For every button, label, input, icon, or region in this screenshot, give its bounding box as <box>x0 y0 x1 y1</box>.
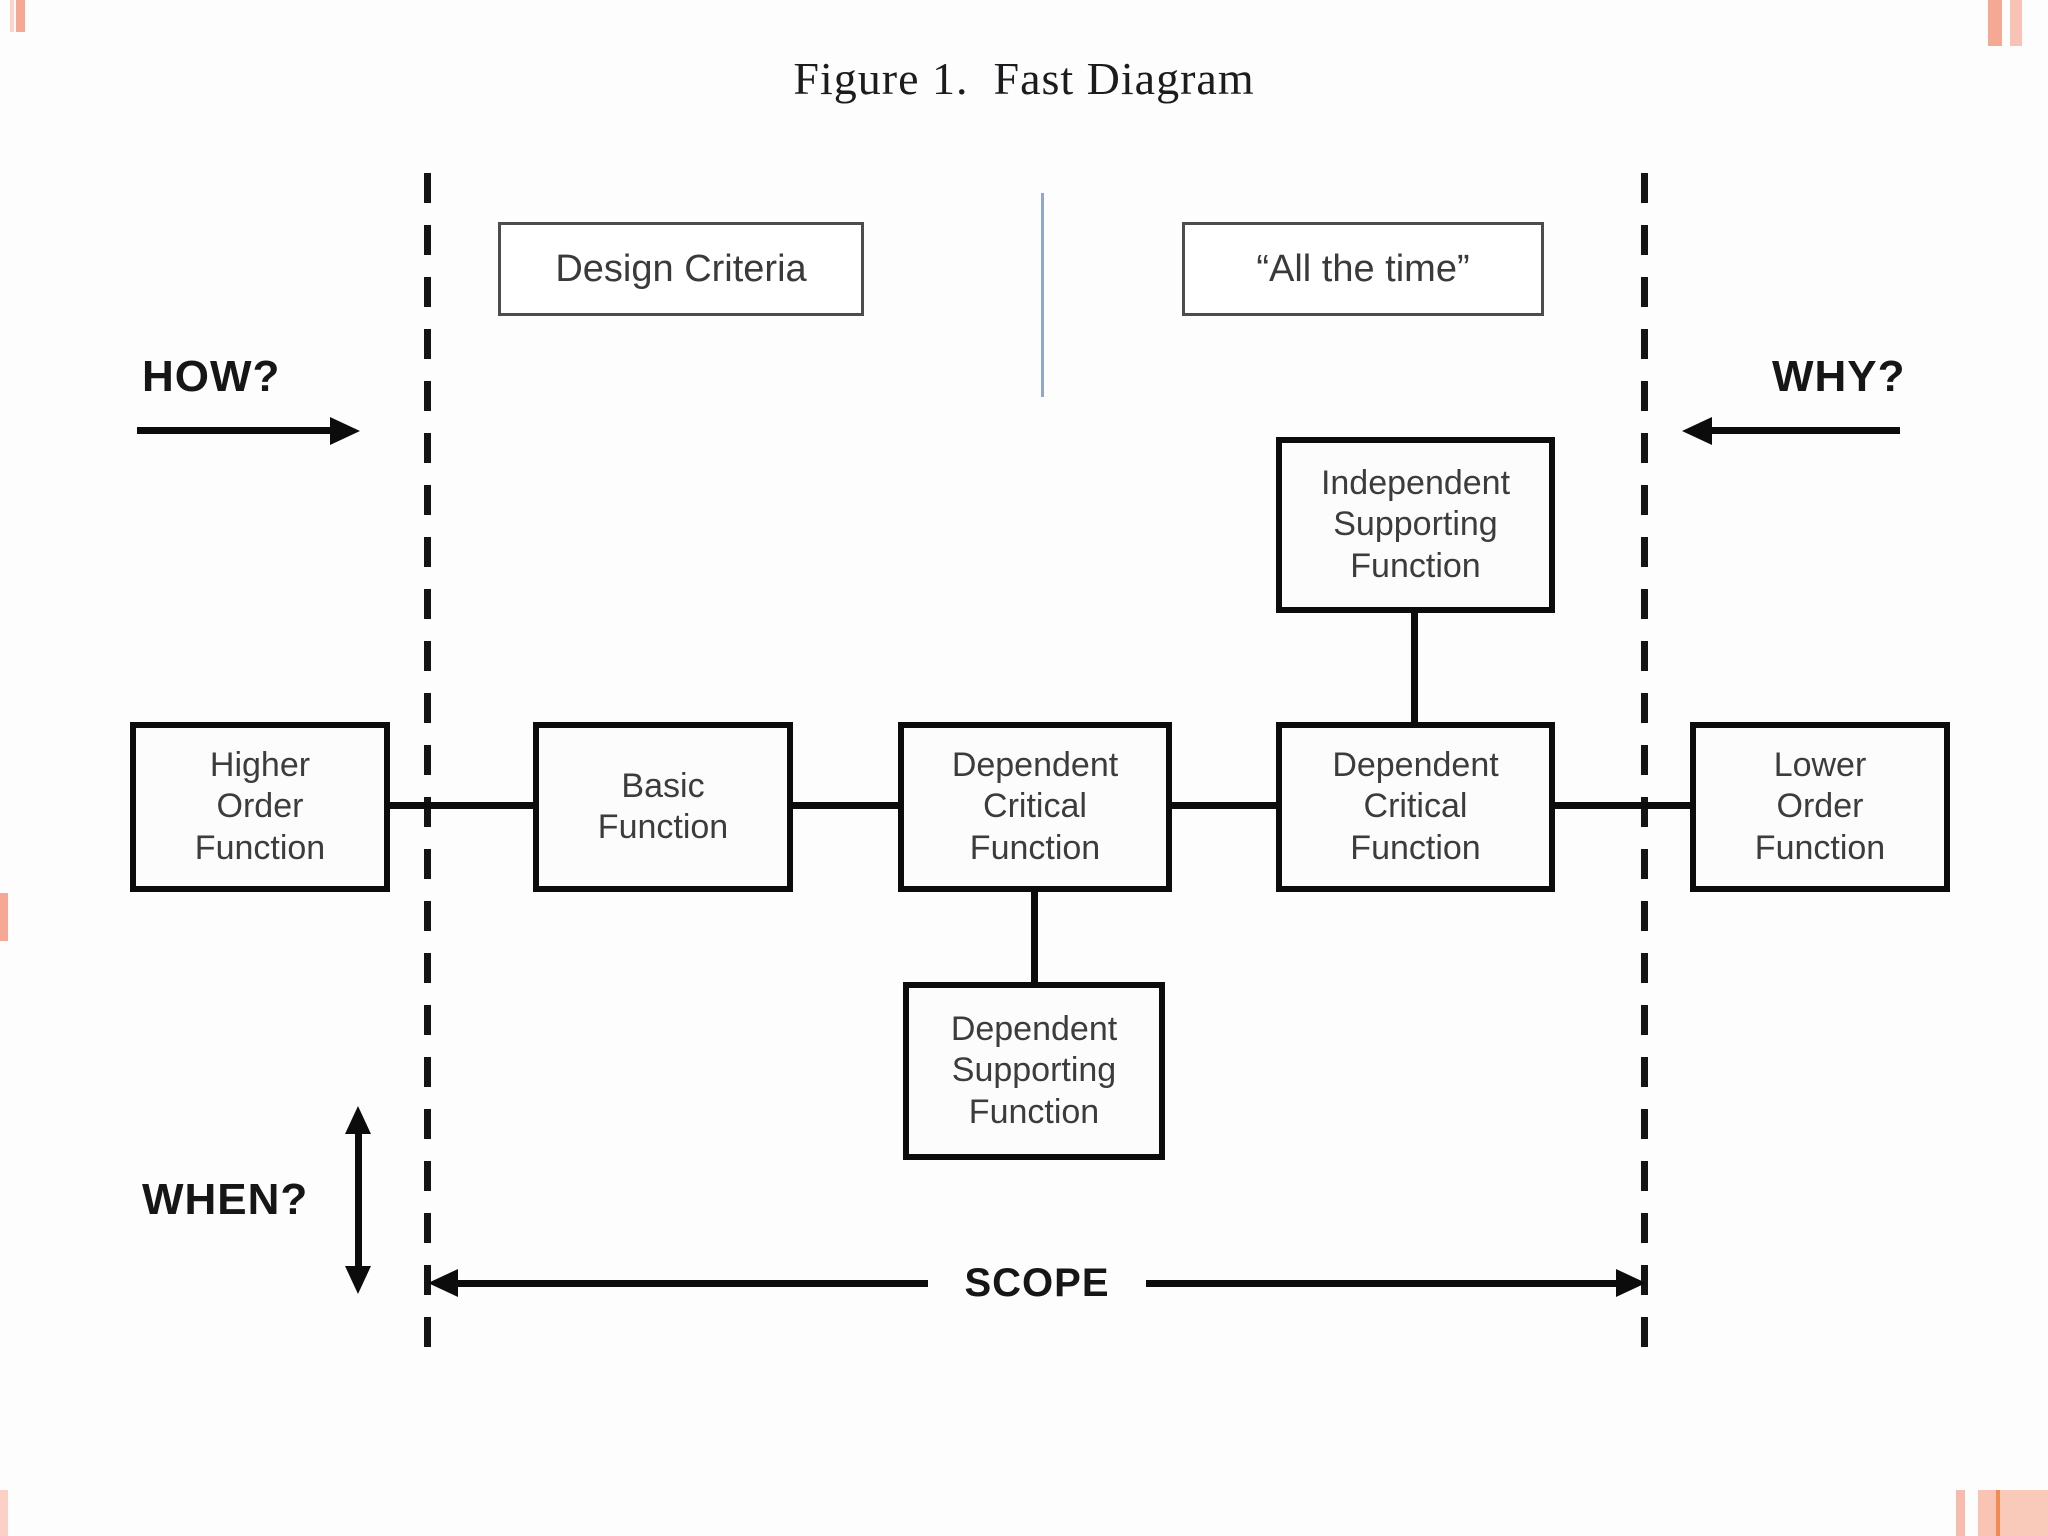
connector-dcf2-lof <box>1553 802 1691 809</box>
connector-hof-basic <box>386 802 536 809</box>
basic-function-box: Basic Function <box>533 722 793 892</box>
scope-arrow-left-line <box>458 1279 929 1287</box>
scope-arrow-right-line <box>1145 1279 1617 1287</box>
decoration-top-left-stripe <box>16 0 25 32</box>
all-the-time-box: “All the time” <box>1182 222 1544 316</box>
why-arrow-head-icon <box>1682 417 1712 445</box>
how-label: HOW? <box>142 352 281 401</box>
center-divider-line <box>1041 193 1044 397</box>
scope-arrow-left-head-icon <box>428 1269 458 1297</box>
scope-arrow-right-head-icon <box>1616 1269 1647 1297</box>
when-arrow-line <box>355 1130 362 1270</box>
dependent-supporting-function-label: Dependent Supporting Function <box>950 1009 1118 1131</box>
decoration-top-right-stripe-light <box>2010 0 2022 46</box>
how-arrow-line <box>137 427 333 434</box>
independent-supporting-function-box: Independent Supporting Function <box>1276 437 1555 613</box>
decoration-left-edge-stripe <box>0 893 8 941</box>
decoration-bottom-right-orange-line <box>1996 1490 2000 1536</box>
independent-supporting-function-label: Independent Supporting Function <box>1320 463 1511 585</box>
decoration-top-right-stripe <box>1988 0 2002 46</box>
figure-title: Figure 1. Fast Diagram <box>793 53 1255 104</box>
basic-function-label: Basic Function <box>597 766 729 846</box>
design-criteria-box: Design Criteria <box>498 222 864 316</box>
higher-order-function-box: Higher Order Function <box>130 722 390 892</box>
connector-basic-dcf1 <box>791 802 901 809</box>
decoration-bottom-right-stripe-thin <box>1956 1490 1965 1536</box>
scope-label: SCOPE <box>964 1260 1110 1305</box>
how-arrow-head-icon <box>330 417 360 445</box>
dependent-critical-function-2-label: Dependent Critical Function <box>1332 745 1499 867</box>
lower-order-function-label: Lower Order Function <box>1754 745 1886 867</box>
why-label: WHY? <box>1772 352 1906 401</box>
dependent-critical-function-2-box: Dependent Critical Function <box>1276 722 1555 892</box>
scope-arrow: SCOPE <box>428 1260 1647 1305</box>
decoration-bottom-right-field <box>2000 1490 2048 1536</box>
higher-order-function-label: Higher Order Function <box>194 745 326 867</box>
when-arrow-up-head-icon <box>345 1106 371 1134</box>
scope-line-right <box>1641 173 1648 1365</box>
why-arrow-line <box>1710 427 1900 434</box>
lower-order-function-box: Lower Order Function <box>1690 722 1950 892</box>
dependent-critical-function-1-box: Dependent Critical Function <box>898 722 1172 892</box>
decoration-bottom-left-stripe <box>0 1490 8 1536</box>
dependent-critical-function-1-label: Dependent Critical Function <box>951 745 1119 867</box>
decoration-bottom-right-stripe <box>1978 1490 1996 1536</box>
design-criteria-label: Design Criteria <box>555 247 807 290</box>
all-the-time-label: “All the time” <box>1256 247 1470 290</box>
decoration-top-left-stripe-thin <box>10 0 14 32</box>
when-label: WHEN? <box>142 1175 309 1224</box>
dependent-supporting-function-box: Dependent Supporting Function <box>903 982 1165 1160</box>
scope-line-left <box>424 173 431 1365</box>
connector-dcf1-dsf <box>1031 888 1038 984</box>
connector-dcf1-dcf2 <box>1170 802 1276 809</box>
connector-isf-dcf2 <box>1411 611 1418 724</box>
when-arrow-down-head-icon <box>345 1266 371 1294</box>
